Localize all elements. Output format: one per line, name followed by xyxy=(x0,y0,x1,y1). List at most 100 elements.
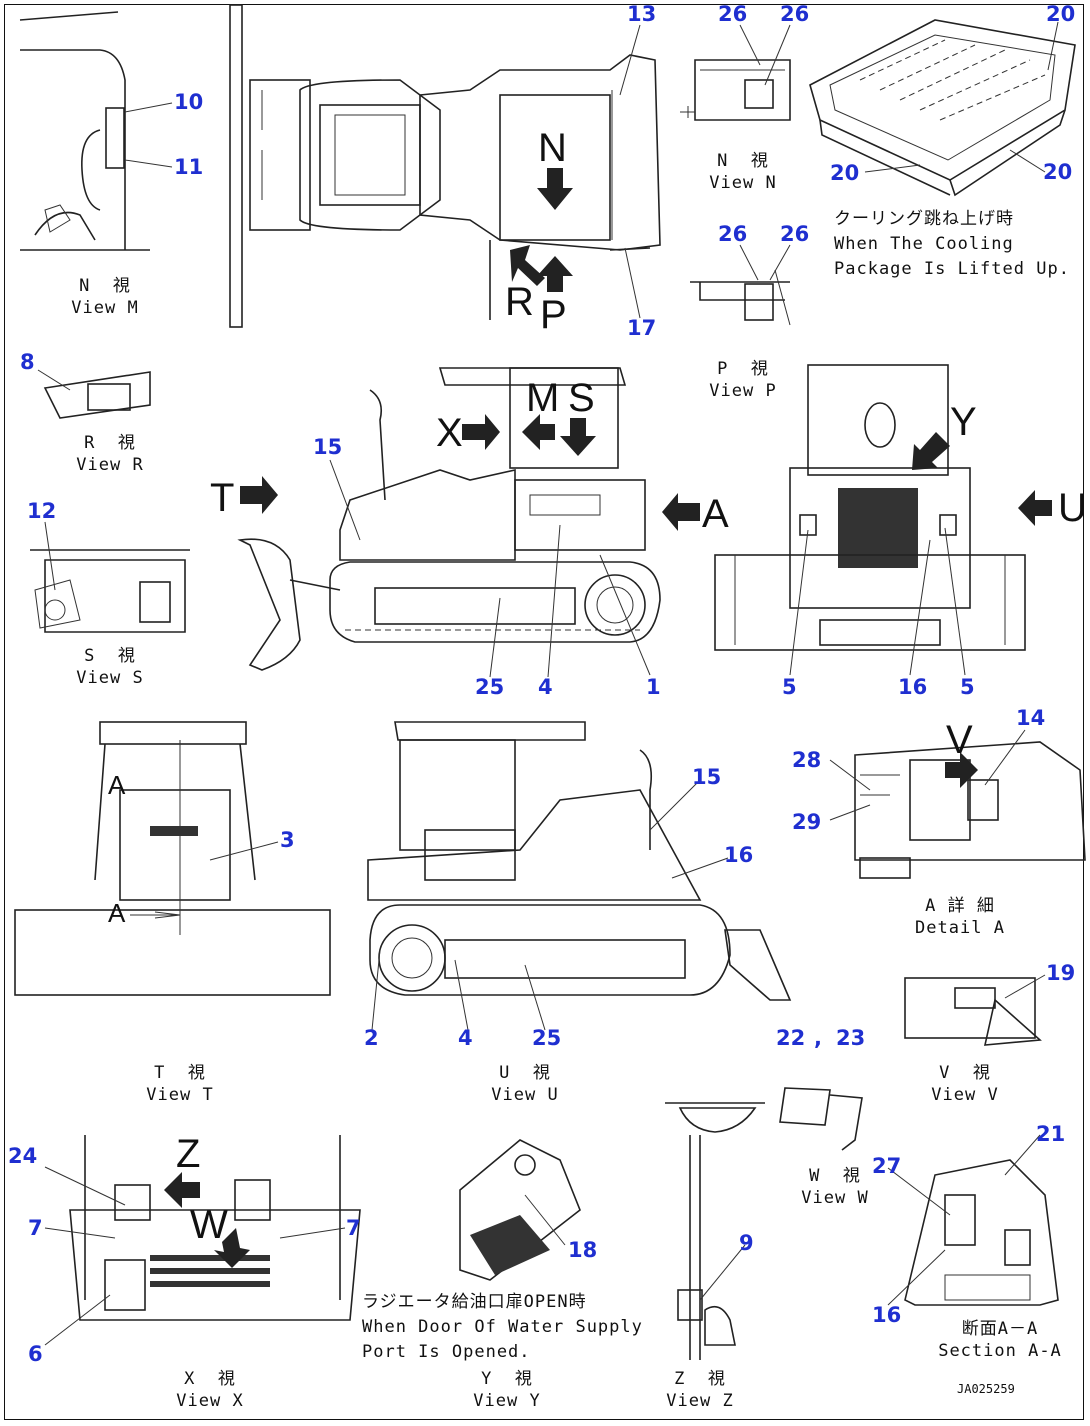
view-y-drawing xyxy=(459,1139,581,1281)
caption-view-m: N 視 View M xyxy=(71,276,139,318)
view-label-y: Y xyxy=(950,400,977,444)
drawing-frame xyxy=(4,4,1084,1420)
callout-18: 18 xyxy=(568,1238,598,1262)
callout-1: 1 xyxy=(646,675,661,699)
section-aa-drawing xyxy=(904,1159,1059,1306)
callout-25: 25 xyxy=(475,675,505,699)
arrow-s xyxy=(560,418,596,456)
arrow-v xyxy=(945,752,978,788)
callout-21: 21 xyxy=(1036,1122,1066,1146)
caption-view-r: R 視 View R xyxy=(76,433,144,475)
callout-10: 10 xyxy=(174,90,204,114)
view-label-p: P xyxy=(540,293,567,337)
detail-a-drawing xyxy=(854,741,1086,879)
caption-detail-a: A 詳 細 Detail A xyxy=(915,896,1005,938)
caption-view-y: Y 視 View Y xyxy=(473,1369,541,1411)
callout-26: 26 xyxy=(780,222,810,246)
top-view-drawing xyxy=(229,4,661,328)
caption-view-t: T 視 View T xyxy=(146,1063,214,1105)
callout-26: 26 xyxy=(780,2,810,26)
callout-14: 14 xyxy=(1016,706,1046,730)
callout-23: 23 xyxy=(836,1026,866,1050)
arrow-n xyxy=(537,168,573,210)
section-label-a-bottom: A xyxy=(108,898,126,928)
callout-12: 12 xyxy=(27,499,57,523)
caption-view-x: X 視 View X xyxy=(176,1369,244,1411)
leader-lines xyxy=(37,21,1059,1346)
callout-26: 26 xyxy=(718,2,748,26)
callout-13: 13 xyxy=(627,2,657,26)
arrow-p xyxy=(537,256,573,292)
note-cooling-package: クーリング跳ね上げ時 When The Cooling Package Is L… xyxy=(834,209,1070,279)
callout-20: 20 xyxy=(830,161,860,185)
callout-27: 27 xyxy=(872,1154,902,1178)
callout-29: 29 xyxy=(792,810,822,834)
callout-28: 28 xyxy=(792,748,822,772)
view-label-u: U xyxy=(1058,486,1087,530)
view-v-drawing xyxy=(904,977,1042,1046)
view-label-a: A xyxy=(702,492,729,536)
side-view-drawing xyxy=(237,367,661,671)
caption-view-z: Z 視 View Z xyxy=(666,1369,734,1411)
callout-comma: , xyxy=(814,1026,822,1050)
arrow-y xyxy=(912,432,950,470)
arrow-x xyxy=(462,414,500,450)
caption-section-aa: 断面A－A Section A-A xyxy=(938,1319,1062,1361)
rear-view-drawing xyxy=(714,364,1026,651)
view-u-drawing xyxy=(367,721,792,1001)
callout-16: 16 xyxy=(872,1303,902,1327)
callout-22: 22 xyxy=(776,1026,806,1050)
callout-5: 5 xyxy=(782,675,797,699)
callout-20: 20 xyxy=(1043,160,1073,184)
caption-view-p: P 視 View P xyxy=(709,359,777,401)
section-label-a-top: A xyxy=(108,770,126,800)
arrow-r xyxy=(510,245,545,286)
view-label-r: R xyxy=(505,280,534,324)
callout-16: 16 xyxy=(724,843,754,867)
callout-24: 24 xyxy=(8,1144,38,1168)
view-label-v: V xyxy=(946,718,973,762)
callout-5: 5 xyxy=(960,675,975,699)
callout-7: 7 xyxy=(28,1216,43,1240)
callout-19: 19 xyxy=(1046,961,1076,985)
arrow-u xyxy=(1018,490,1052,526)
arrow-t xyxy=(240,476,278,514)
view-label-t: T xyxy=(210,476,235,520)
arrow-w xyxy=(214,1228,250,1268)
callout-15: 15 xyxy=(313,435,343,459)
view-s-drawing xyxy=(30,549,190,633)
arrow-z xyxy=(164,1172,200,1208)
view-p-drawing xyxy=(690,269,791,326)
view-label-z: Z xyxy=(176,1132,201,1176)
drawing-code: JA025259 xyxy=(957,1382,1015,1396)
view-label-s: S xyxy=(568,376,595,420)
view-label-x: X xyxy=(436,411,463,455)
callout-3: 3 xyxy=(280,828,295,852)
callout-2: 2 xyxy=(364,1026,379,1050)
callout-9: 9 xyxy=(739,1231,754,1255)
view-label-n: N xyxy=(538,126,567,170)
callout-6: 6 xyxy=(28,1342,43,1366)
callout-26: 26 xyxy=(718,222,748,246)
view-m-drawing xyxy=(19,11,150,251)
caption-view-v: V 視 View V xyxy=(931,1063,999,1105)
callout-4: 4 xyxy=(458,1026,473,1050)
view-n-drawing xyxy=(680,59,791,121)
callout-7: 7 xyxy=(346,1216,361,1240)
callout-25: 25 xyxy=(532,1026,562,1050)
view-t-drawing xyxy=(14,721,331,996)
callout-8: 8 xyxy=(20,350,35,374)
callout-20: 20 xyxy=(1046,2,1076,26)
callout-15: 15 xyxy=(692,765,722,789)
view-r-drawing xyxy=(43,371,151,419)
callout-16: 16 xyxy=(898,675,928,699)
note-water-supply-door: ラジエータ給油口扉OPEN時 When Door Of Water Supply… xyxy=(362,1292,643,1362)
caption-view-n: N 視 View N xyxy=(709,151,777,193)
caption-view-w: W 視 View W xyxy=(801,1166,869,1208)
cooling-package-drawing xyxy=(809,19,1076,197)
arrow-a xyxy=(662,493,700,531)
callout-17: 17 xyxy=(627,316,657,340)
callout-4: 4 xyxy=(538,675,553,699)
caption-view-s: S 視 View S xyxy=(76,646,144,688)
